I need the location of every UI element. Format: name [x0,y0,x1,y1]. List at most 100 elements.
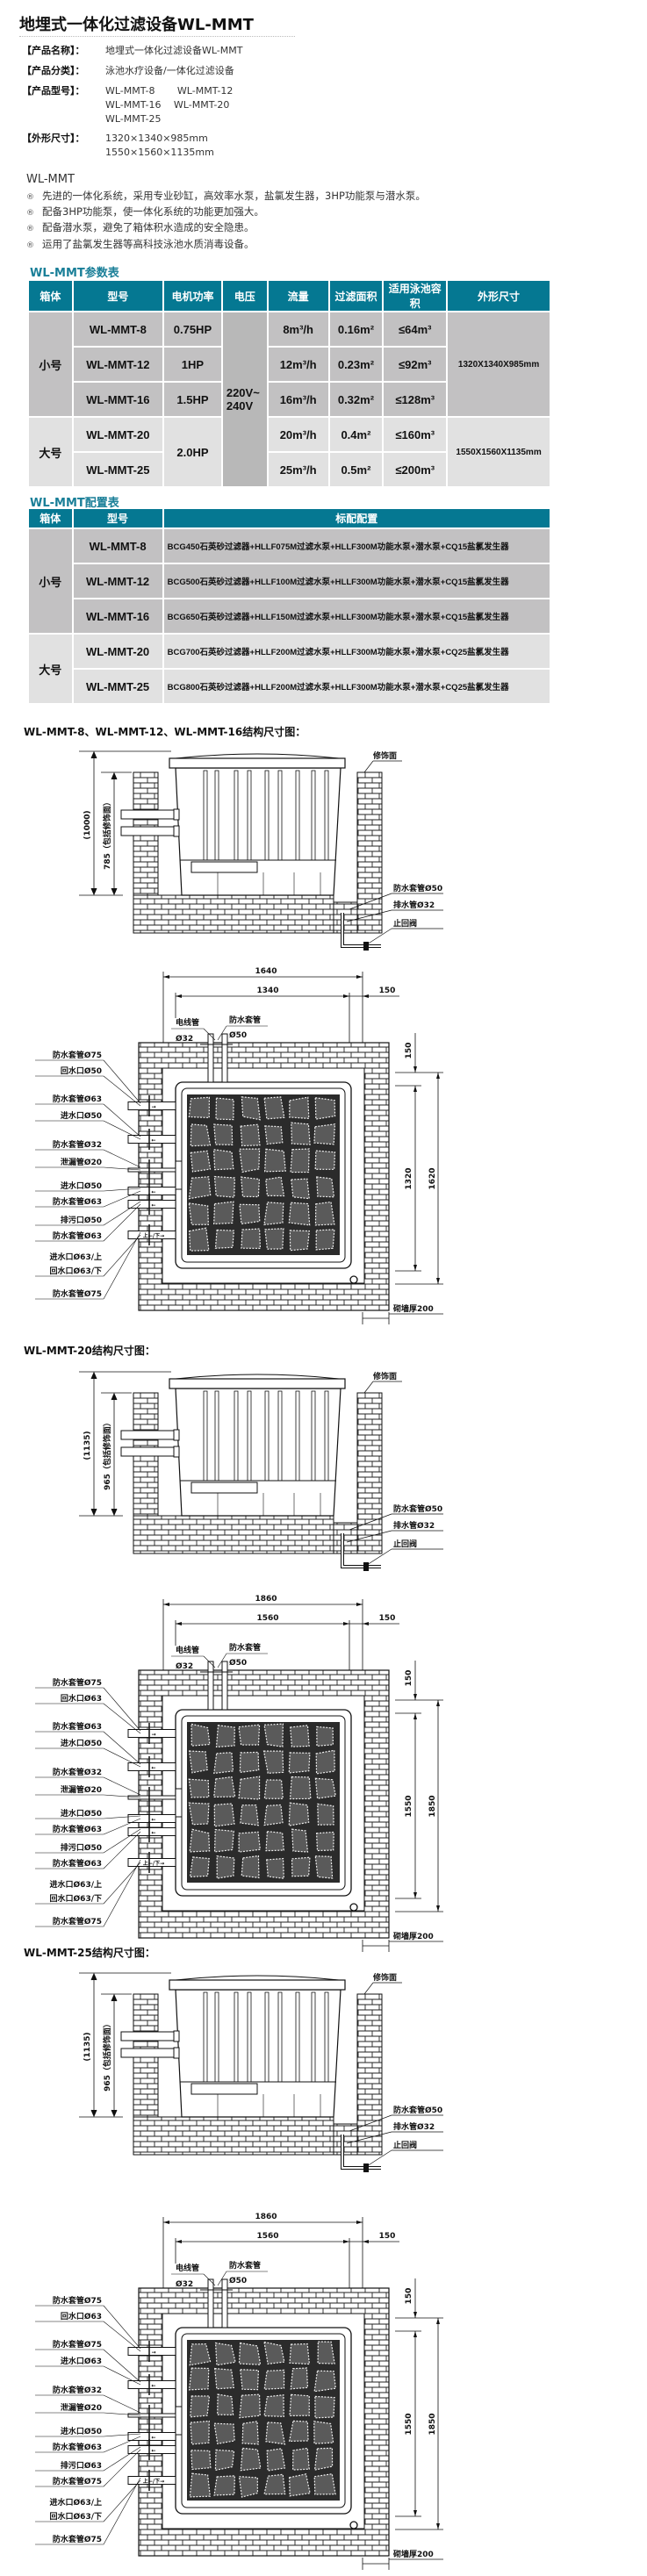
feature-bullet: ®配备潜水泵，避免了箱体积水造成的安全隐患。 [26,220,255,234]
info-label: 【外形尺寸】： [22,133,85,144]
tank-rib [311,1390,316,1482]
drain-label: 止回阀 [393,1539,417,1549]
pipe-label: 进水口Ø50 [61,1738,102,1748]
config-table-title: WL-MMT配置表 [30,497,119,510]
lid-stone [190,2395,211,2418]
leader-line [103,1687,141,1732]
check-valve-icon [363,942,369,951]
bullet-icon: ® [26,209,34,218]
pipe [127,1231,176,1239]
power-cell: 0.75HP [162,311,223,348]
drain-pit [333,901,358,934]
pipe-label: 进水口Ø50 [61,1180,102,1191]
pipe [127,1200,176,1209]
pipe [127,2476,176,2485]
lid-stone [289,2343,311,2365]
flow-cell: 16m³/h [266,381,330,418]
power-cell: 2.0HP [162,416,223,488]
tank-rib [324,770,329,861]
volume-cell: ≤64m³ [382,311,449,348]
pipe-label: 防水套管Ø63 [53,1858,102,1869]
lid-stone [290,1725,310,1747]
table-header-row: 箱体型号电机功率电压流量过滤面积适用泳池容积外形尺寸 [27,281,551,312]
tank-lid [169,1378,346,1389]
right-wall [356,771,383,934]
cable-pipe-label: 电线管 [176,2263,199,2273]
lid-stone [263,1202,284,1226]
tank-rib [311,1991,316,2083]
pipe-label: 防水套管Ø75 [53,1288,102,1299]
leader-line [103,2433,141,2437]
tank-depth-dim: 1550 [405,1795,413,1817]
tank-depth-dim: 1320 [405,1167,413,1189]
tank-rib [203,1991,208,2083]
column-header: 流量 [266,281,330,312]
lid-stone [214,2342,236,2366]
pipe [127,2413,176,2418]
table-header-row: 箱体型号标配配置 [27,509,552,529]
drain-hole [349,1903,358,1912]
lid-stone [314,1150,336,1170]
flow-arrow-icon: ← [151,1137,155,1144]
lid-stone [263,1779,284,1799]
overall-depth-dim: 1850 [428,1795,437,1817]
lid-stone [189,2343,212,2366]
tank-width-dim: 1340 [256,987,278,995]
leader-line [103,2394,141,2414]
drain-label: 止回阀 [393,2140,417,2150]
column-header: 电机功率 [162,281,223,312]
lid-stone [241,2421,259,2445]
lid-stone [188,1802,210,1826]
pipe-label: 防水套管Ø63 [53,1094,102,1104]
lid-stone [316,1726,334,1747]
pipe-label: 防水套管Ø63 [53,1196,102,1207]
page-title: 地埋式一体化过滤设备WL-MMT [19,16,254,34]
sleeve-label: 防水套管 [229,1642,261,1653]
lid-stone [189,1828,211,1853]
pipe-label: 进水口Ø50 [61,1808,102,1819]
cable-pipe-label: 电线管 [176,1645,199,1655]
lid-dome [175,1975,340,1981]
lid-stone [313,1123,336,1145]
filter-tank [169,1975,346,2118]
pipe-label: 防水套管Ø75 [53,1050,102,1060]
lid-stone [239,1148,261,1173]
lid-stone [215,1097,234,1121]
leader-line [203,2273,216,2286]
lid-stone [213,1752,234,1775]
leader-line [363,1381,374,1394]
leader-line [363,1982,374,1995]
lid-stone [266,2448,286,2472]
inlet-pipe [120,2048,180,2058]
lid-stone [191,2450,212,2471]
drain-label: 防水套管Ø50 [393,2105,442,2115]
floor-slab [133,2116,334,2156]
lid-stone [317,1803,334,1826]
tank-body [175,767,341,896]
leader-line [103,1203,141,1242]
pipe [127,1729,176,1738]
lid-stone [317,2341,335,2364]
lid-stone [188,1176,212,1200]
lid-stone-pattern [188,1096,336,1252]
column-header: 箱体 [27,281,74,312]
leader-line [103,2365,141,2386]
tank-rib [324,1991,329,2083]
flow-arrow-icon: ← [151,1189,155,1195]
pipe-fitting [173,2047,180,2059]
tank-rib [277,1390,283,1482]
area-cell: 0.32m² [327,381,385,418]
flow-arrow-icon: ← [151,1202,155,1209]
lid-stone [289,2473,311,2497]
tank-tray [191,861,258,873]
flow-arrow-icon: ← [151,1765,155,1771]
leader-line [346,2131,392,2144]
tank-rib [234,770,239,861]
lid-stone [214,1229,234,1249]
model-cell: WL-MMT-20 [71,416,165,453]
lid-dome [175,1374,340,1380]
lid-stone [190,1150,212,1173]
sleeve-size: Ø50 [229,1658,247,1668]
pipe-label: 防水套管Ø75 [53,2339,102,2350]
